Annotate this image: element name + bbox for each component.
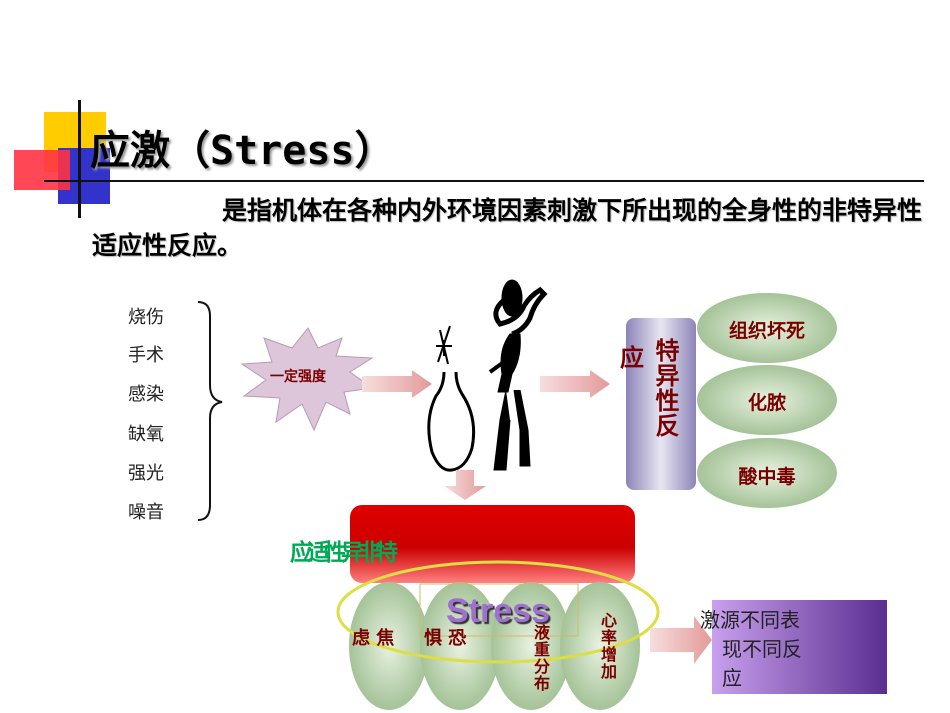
brace-icon: [197, 301, 223, 521]
stress-label: Stress: [446, 592, 550, 630]
definition-text: 是指机体在各种内外环境因素刺激下所出现的全身性的非特异性适应性反应。: [92, 196, 923, 260]
result-line: 激源不同表: [700, 608, 800, 632]
specific-response-label: 特异性反: [651, 338, 679, 438]
starburst-icon: [240, 327, 374, 432]
nonspecific-label: 应适性异非特: [290, 540, 398, 566]
decor-horizontal-line: [44, 180, 924, 182]
thinking-person-icon: [488, 279, 548, 471]
result-line: 现不同反: [722, 637, 802, 661]
arrow-down-icon: [444, 470, 486, 500]
stress-label-box: [419, 583, 579, 637]
nonspecific-item: 虑 焦: [352, 628, 395, 649]
arrow-right-icon: [650, 616, 712, 664]
nonspecific-item: 液重分布: [531, 624, 550, 692]
nonspecific-ellipse: [349, 582, 429, 710]
stimulus-item: 感染: [128, 384, 164, 405]
result-box: [712, 600, 887, 694]
arrow-right-icon: [362, 370, 432, 398]
decor-red-square: [14, 150, 70, 190]
title-main: 应激: [90, 128, 170, 174]
outcome-ellipse: [697, 365, 837, 435]
decor-vertical-line: [78, 100, 81, 218]
outcome-label: 组织坏死: [728, 320, 805, 342]
nonspecific-ellipse: [560, 582, 640, 710]
stimulus-item: 强光: [128, 463, 164, 484]
outcome-label: 化脓: [747, 392, 786, 414]
flask-figure-icon: [427, 325, 476, 472]
arrow-right-icon: [540, 370, 610, 398]
stress-highlight-ring: [336, 560, 660, 664]
outcome-label: 酸中毒: [738, 466, 796, 488]
nonspecific-item: 惧 恐: [424, 628, 467, 649]
nonspecific-response-bar: [350, 505, 635, 583]
specific-response-bar: [626, 318, 696, 490]
title-paren-close: ）: [354, 128, 395, 174]
stimulus-item: 手术: [128, 345, 164, 366]
stimulus-item: 噪音: [128, 502, 164, 523]
page-title: 应激（Stress）: [90, 118, 395, 176]
specific-response-prefix: 应: [620, 344, 644, 372]
title-latin: Stress: [210, 128, 355, 174]
stimulus-item: 烧伤: [128, 307, 164, 328]
nonspecific-ellipse: [491, 582, 571, 710]
outcome-ellipse: [697, 293, 837, 363]
title-paren-open: （: [170, 128, 210, 174]
intensity-label: 一定强度: [270, 369, 326, 385]
stimulus-item: 缺氧: [128, 424, 164, 445]
result-line: 应: [722, 666, 742, 690]
outcome-ellipse: [697, 438, 837, 508]
nonspecific-item: 心率增加: [598, 612, 617, 680]
result-text: 激源不同表 现不同反 应: [700, 606, 890, 693]
nonspecific-ellipse: [420, 582, 500, 710]
